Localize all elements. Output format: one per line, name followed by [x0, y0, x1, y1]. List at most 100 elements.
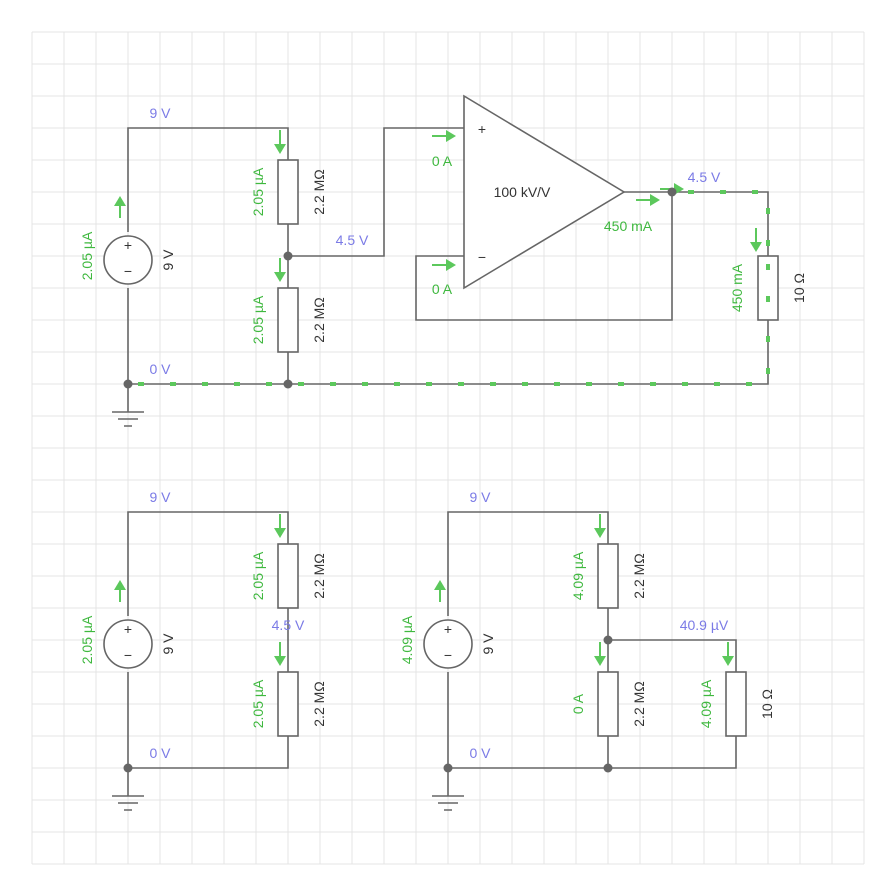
- circuit-2-wires: [112, 511, 289, 811]
- resistor-current: 2.05 µA: [250, 551, 266, 600]
- wire-supply-bottom[interactable]: [127, 672, 289, 769]
- load-resistor-3[interactable]: 10 Ω 4.09 µA: [698, 642, 775, 737]
- resistor-1-bottom[interactable]: 2.2 MΩ 2.05 µA: [250, 258, 327, 353]
- source-circle: [423, 619, 473, 669]
- circuit-1-buffer-divider: + − 9 V 2.05 µA 2.2 MΩ 2.05 µA 2.2 MΩ 2.…: [79, 94, 807, 427]
- arrow-up-icon: [114, 196, 126, 218]
- ground-symbol-1: [112, 384, 144, 427]
- op-amp-body: [463, 94, 626, 290]
- source-circle: [103, 619, 153, 669]
- resistor-value: 2.2 MΩ: [631, 553, 647, 598]
- source-plus-sign: +: [124, 621, 132, 637]
- resistor-3-top[interactable]: 2.2 MΩ 4.09 µA: [570, 514, 647, 609]
- resistor-2-top[interactable]: 2.2 MΩ 2.05 µA: [250, 514, 327, 609]
- source-minus-sign: −: [124, 647, 132, 663]
- voltage-source-2[interactable]: + − 9 V 2.05 µA: [79, 580, 176, 669]
- resistor-value: 2.2 MΩ: [311, 169, 327, 214]
- op-amp-minus-symbol: −: [478, 249, 486, 265]
- resistor-current: 2.05 µA: [250, 679, 266, 728]
- junction-node[interactable]: [667, 187, 677, 197]
- resistor-current: 0 A: [570, 693, 586, 714]
- resistor-body: [277, 159, 299, 225]
- arrow-down-icon: [594, 642, 606, 666]
- source-current-label: 2.05 µA: [79, 231, 95, 280]
- junction-node[interactable]: [283, 379, 293, 389]
- resistor-body: [597, 543, 619, 609]
- junction-node[interactable]: [123, 763, 133, 773]
- resistor-current: 4.09 µA: [698, 679, 714, 728]
- junction-node[interactable]: [443, 763, 453, 773]
- resistor-current: 2.05 µA: [250, 295, 266, 344]
- arrow-down-icon: [274, 258, 286, 282]
- arrow-down-icon: [274, 642, 286, 666]
- resistor-body: [757, 255, 779, 321]
- wire-supply-top[interactable]: [127, 511, 289, 616]
- wire-feedback-loop[interactable]: [415, 192, 673, 321]
- node-voltage-mid: 4.5 V: [336, 232, 369, 248]
- arrow-down-icon: [750, 228, 762, 252]
- source-minus-sign: −: [124, 263, 132, 279]
- source-voltage-label: 9 V: [160, 633, 176, 655]
- wire-supply-top[interactable]: [447, 511, 609, 616]
- op-amp-gain: 100 kV/V: [494, 184, 551, 200]
- source-plus-sign: +: [444, 621, 452, 637]
- ground-symbol-3: [432, 768, 464, 811]
- source-voltage-label: 9 V: [480, 633, 496, 655]
- resistor-value: 10 Ω: [791, 273, 807, 303]
- source-voltage-label: 9 V: [160, 249, 176, 271]
- resistor-2-bottom[interactable]: 2.2 MΩ 2.05 µA: [250, 642, 327, 737]
- source-current-label: 2.05 µA: [79, 615, 95, 664]
- source-current-label: 4.09 µA: [399, 615, 415, 664]
- output-current: 450 mA: [604, 218, 653, 234]
- resistor-value: 2.2 MΩ: [311, 681, 327, 726]
- resistor-current: 450 mA: [729, 263, 745, 312]
- junction-node[interactable]: [283, 251, 293, 261]
- circuit-3-loaded-divider: + − 9 V 4.09 µA 2.2 MΩ 4.09 µA 2.2 MΩ 0 …: [399, 489, 775, 811]
- resistor-body: [277, 543, 299, 609]
- resistor-3-bottom[interactable]: 2.2 MΩ 0 A: [570, 642, 647, 737]
- resistor-value: 2.2 MΩ: [311, 553, 327, 598]
- node-voltage-mid: 40.9 µV: [680, 617, 729, 633]
- arrow-right-icon: [432, 130, 456, 142]
- wire-supply-bottom[interactable]: [447, 672, 737, 769]
- arrow-down-icon: [274, 130, 286, 154]
- resistor-body: [277, 287, 299, 353]
- node-voltage-mid: 4.5 V: [272, 617, 305, 633]
- node-voltage-ground: 0 V: [149, 745, 171, 761]
- arrow-right-icon: [636, 194, 660, 206]
- node-voltage-top: 9 V: [149, 105, 171, 121]
- node-voltage-output: 4.5 V: [688, 169, 721, 185]
- op-amp[interactable]: + − 100 kV/V: [463, 94, 626, 290]
- minus-input-current: 0 A: [432, 281, 453, 297]
- wire-supply-top[interactable]: [127, 127, 289, 232]
- load-resistor-1[interactable]: 10 Ω 450 mA: [729, 228, 807, 321]
- source-minus-sign: −: [444, 647, 452, 663]
- arrow-right-icon: [432, 259, 456, 271]
- node-voltage-ground: 0 V: [469, 745, 491, 761]
- junction-node[interactable]: [603, 635, 613, 645]
- node-voltage-ground: 0 V: [149, 361, 171, 377]
- op-amp-plus-symbol: +: [478, 121, 486, 137]
- source-plus-sign: +: [124, 237, 132, 253]
- arrow-down-icon: [722, 642, 734, 666]
- voltage-source-3[interactable]: + − 9 V 4.09 µA: [399, 580, 496, 669]
- current-flow-path: [128, 190, 770, 386]
- voltage-source-1[interactable]: + − 9 V 2.05 µA: [79, 196, 176, 285]
- junction-node[interactable]: [123, 379, 133, 389]
- node-voltage-top: 9 V: [149, 489, 171, 505]
- circuit-2-divider: + − 9 V 2.05 µA 2.2 MΩ 2.05 µA 2.2 MΩ 2.…: [79, 489, 327, 811]
- junction-node[interactable]: [603, 763, 613, 773]
- wire-to-plus-input[interactable]: [288, 127, 464, 257]
- resistor-body: [277, 671, 299, 737]
- wire-to-load[interactable]: [608, 639, 737, 672]
- ground-symbol-2: [112, 768, 144, 811]
- arrow-down-icon: [594, 514, 606, 538]
- resistor-current: 2.05 µA: [250, 167, 266, 216]
- resistor-body: [597, 671, 619, 737]
- resistor-value: 2.2 MΩ: [631, 681, 647, 726]
- resistor-1-top[interactable]: 2.2 MΩ 2.05 µA: [250, 130, 327, 225]
- resistor-body: [725, 671, 747, 737]
- resistor-current: 4.09 µA: [570, 551, 586, 600]
- resistor-value: 10 Ω: [759, 689, 775, 719]
